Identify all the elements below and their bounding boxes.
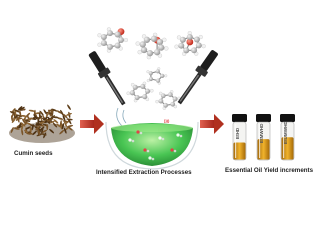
vial-icon bbox=[280, 114, 295, 161]
molecules-cluster bbox=[97, 27, 206, 110]
cumin-seed bbox=[67, 104, 71, 110]
cumin-seed bbox=[26, 132, 33, 135]
molecule-icon bbox=[155, 90, 181, 110]
cumin-seeds-image bbox=[9, 104, 75, 143]
vial-label-etumwhd: EtUMWHD bbox=[283, 121, 288, 144]
cumin-seed bbox=[53, 119, 59, 124]
cumin-seed bbox=[19, 110, 22, 117]
microwave-probe-right: )))) )))) )) bbox=[158, 50, 218, 132]
cumin-seed bbox=[59, 120, 62, 127]
cumin-seed bbox=[67, 118, 72, 125]
cumin-seed bbox=[47, 118, 53, 122]
cumin-seed bbox=[10, 127, 14, 134]
cumin-seed bbox=[62, 113, 68, 119]
svg-text:)))): )))) bbox=[164, 118, 170, 123]
cumin-seed bbox=[52, 122, 58, 128]
cumin-seed bbox=[45, 111, 50, 118]
cumin-seed bbox=[63, 120, 68, 127]
extraction-process-diagram: )))) )))) )) Cumin seeds Intensified Ext… bbox=[9, 27, 313, 176]
cumin-seed bbox=[49, 128, 55, 134]
flask-image bbox=[105, 121, 199, 170]
vial-icon bbox=[232, 114, 247, 161]
cumin-seed bbox=[56, 123, 62, 128]
cumin-seed bbox=[33, 114, 38, 120]
cumin-seed bbox=[24, 119, 31, 122]
cumin-seed bbox=[37, 115, 43, 120]
cumin-seed bbox=[42, 116, 49, 121]
cumin-seed bbox=[11, 117, 16, 124]
arrow-right-icon bbox=[80, 114, 104, 134]
cumin-seed bbox=[32, 130, 38, 136]
caption-cumin-seeds: Cumin seeds bbox=[14, 150, 53, 157]
cumin-seed bbox=[19, 106, 25, 111]
cumin-seed bbox=[67, 126, 73, 131]
vial-label-etmwhd: EtMWHD bbox=[259, 123, 264, 143]
cumin-seed bbox=[13, 127, 20, 130]
cumin-seed bbox=[17, 106, 23, 111]
vial-icon bbox=[256, 114, 271, 161]
molecule-icon bbox=[135, 32, 169, 60]
cumin-seed bbox=[60, 109, 64, 116]
molecule-icon bbox=[126, 81, 154, 103]
ultrasound-probe-left bbox=[88, 51, 127, 127]
cumin-seed bbox=[18, 122, 22, 129]
caption-oil-yield: Essential Oil Yield increments bbox=[225, 167, 314, 174]
cumin-seed bbox=[31, 124, 34, 131]
cumin-seed bbox=[39, 121, 46, 125]
cumin-seed bbox=[43, 109, 48, 115]
cumin-seed bbox=[37, 129, 41, 136]
cumin-seed bbox=[13, 109, 20, 113]
cumin-seed bbox=[28, 109, 35, 112]
cumin-seed bbox=[23, 115, 27, 122]
diagram-canvas: )))) )))) )) bbox=[9, 27, 295, 170]
cumin-seed bbox=[65, 112, 73, 116]
caption-extraction-processes: Intensified Extraction Processes bbox=[96, 169, 192, 176]
cumin-seed bbox=[25, 126, 32, 130]
cumin-seed bbox=[35, 123, 42, 126]
molecule-icon bbox=[146, 67, 168, 85]
cumin-seed bbox=[39, 110, 44, 116]
cumin-seed bbox=[41, 129, 48, 134]
molecule-icon bbox=[174, 31, 206, 56]
cumin-seed bbox=[59, 129, 65, 135]
vial-label-ethd: EtHD bbox=[235, 127, 240, 139]
cumin-seed bbox=[49, 115, 56, 120]
arrow-right-icon bbox=[200, 114, 224, 134]
vials-group bbox=[232, 114, 295, 161]
cumin-seed bbox=[62, 114, 66, 122]
cumin-seed bbox=[51, 108, 58, 112]
cumin-seed bbox=[27, 117, 34, 121]
cumin-seed bbox=[46, 123, 49, 131]
cumin-seed bbox=[15, 116, 21, 121]
cumin-seed bbox=[41, 127, 44, 134]
cumin-seed bbox=[48, 120, 55, 124]
cumin-seed bbox=[20, 122, 26, 127]
cumin-seed bbox=[63, 127, 67, 134]
cumin-seed bbox=[61, 123, 65, 130]
cumin-seed bbox=[40, 133, 47, 136]
cumin-seed bbox=[21, 124, 24, 131]
cumin-seed bbox=[56, 110, 63, 114]
cumin-seed bbox=[35, 125, 41, 131]
cumin-seed bbox=[57, 117, 64, 120]
cumin-seed bbox=[29, 126, 32, 133]
molecule-icon bbox=[97, 27, 128, 53]
cumin-seed bbox=[9, 111, 16, 115]
